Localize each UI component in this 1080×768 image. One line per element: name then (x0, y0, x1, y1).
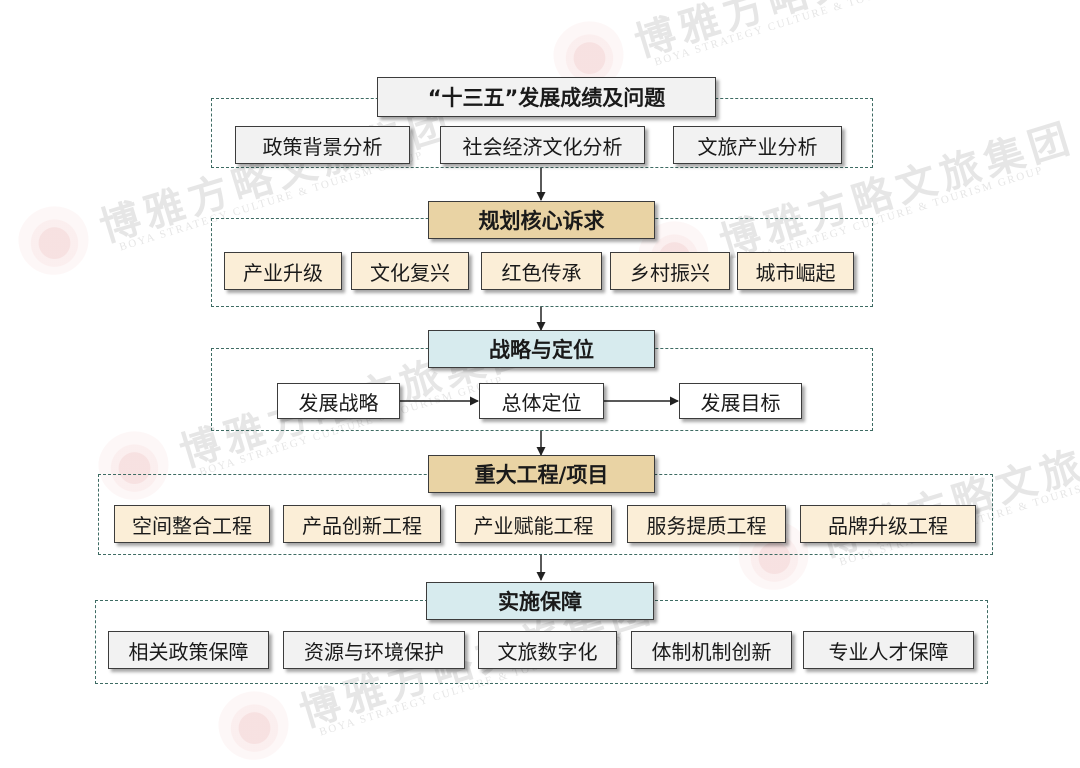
section-core-demands-title: 规划核心诉求 (428, 201, 655, 239)
item-overall-positioning: 总体定位 (479, 383, 604, 419)
section-strategy-title: 战略与定位 (428, 330, 655, 368)
item-industry-empowerment: 产业赋能工程 (455, 505, 612, 543)
item-red-heritage: 红色传承 (481, 252, 602, 290)
item-policy-background: 政策背景分析 (235, 126, 410, 164)
item-spatial-integration: 空间整合工程 (114, 505, 270, 543)
item-development-strategy: 发展战略 (277, 383, 400, 419)
section-major-projects-title: 重大工程/项目 (428, 455, 655, 493)
item-brand-upgrade: 品牌升级工程 (800, 505, 976, 543)
item-development-goals: 发展目标 (679, 383, 802, 419)
item-culture-tourism-industry: 文旅产业分析 (673, 126, 842, 164)
item-socio-economic-culture: 社会经济文化分析 (440, 126, 645, 164)
item-resource-environment: 资源与环境保护 (283, 631, 465, 669)
section-implementation-title: 实施保障 (426, 582, 654, 620)
item-city-rise: 城市崛起 (737, 252, 854, 290)
item-digitalization: 文旅数字化 (478, 631, 617, 669)
item-cultural-revival: 文化复兴 (351, 252, 469, 290)
item-policy-support: 相关政策保障 (108, 631, 269, 669)
item-industry-upgrade: 产业升级 (224, 252, 342, 290)
item-product-innovation: 产品创新工程 (283, 505, 441, 543)
section-achievements-title: “十三五”发展成绩及问题 (377, 77, 716, 117)
item-rural-revitalization: 乡村振兴 (610, 252, 730, 290)
item-institutional-innovation: 体制机制创新 (631, 631, 792, 669)
item-talent-support: 专业人才保障 (803, 631, 974, 669)
item-service-quality: 服务提质工程 (627, 505, 786, 543)
